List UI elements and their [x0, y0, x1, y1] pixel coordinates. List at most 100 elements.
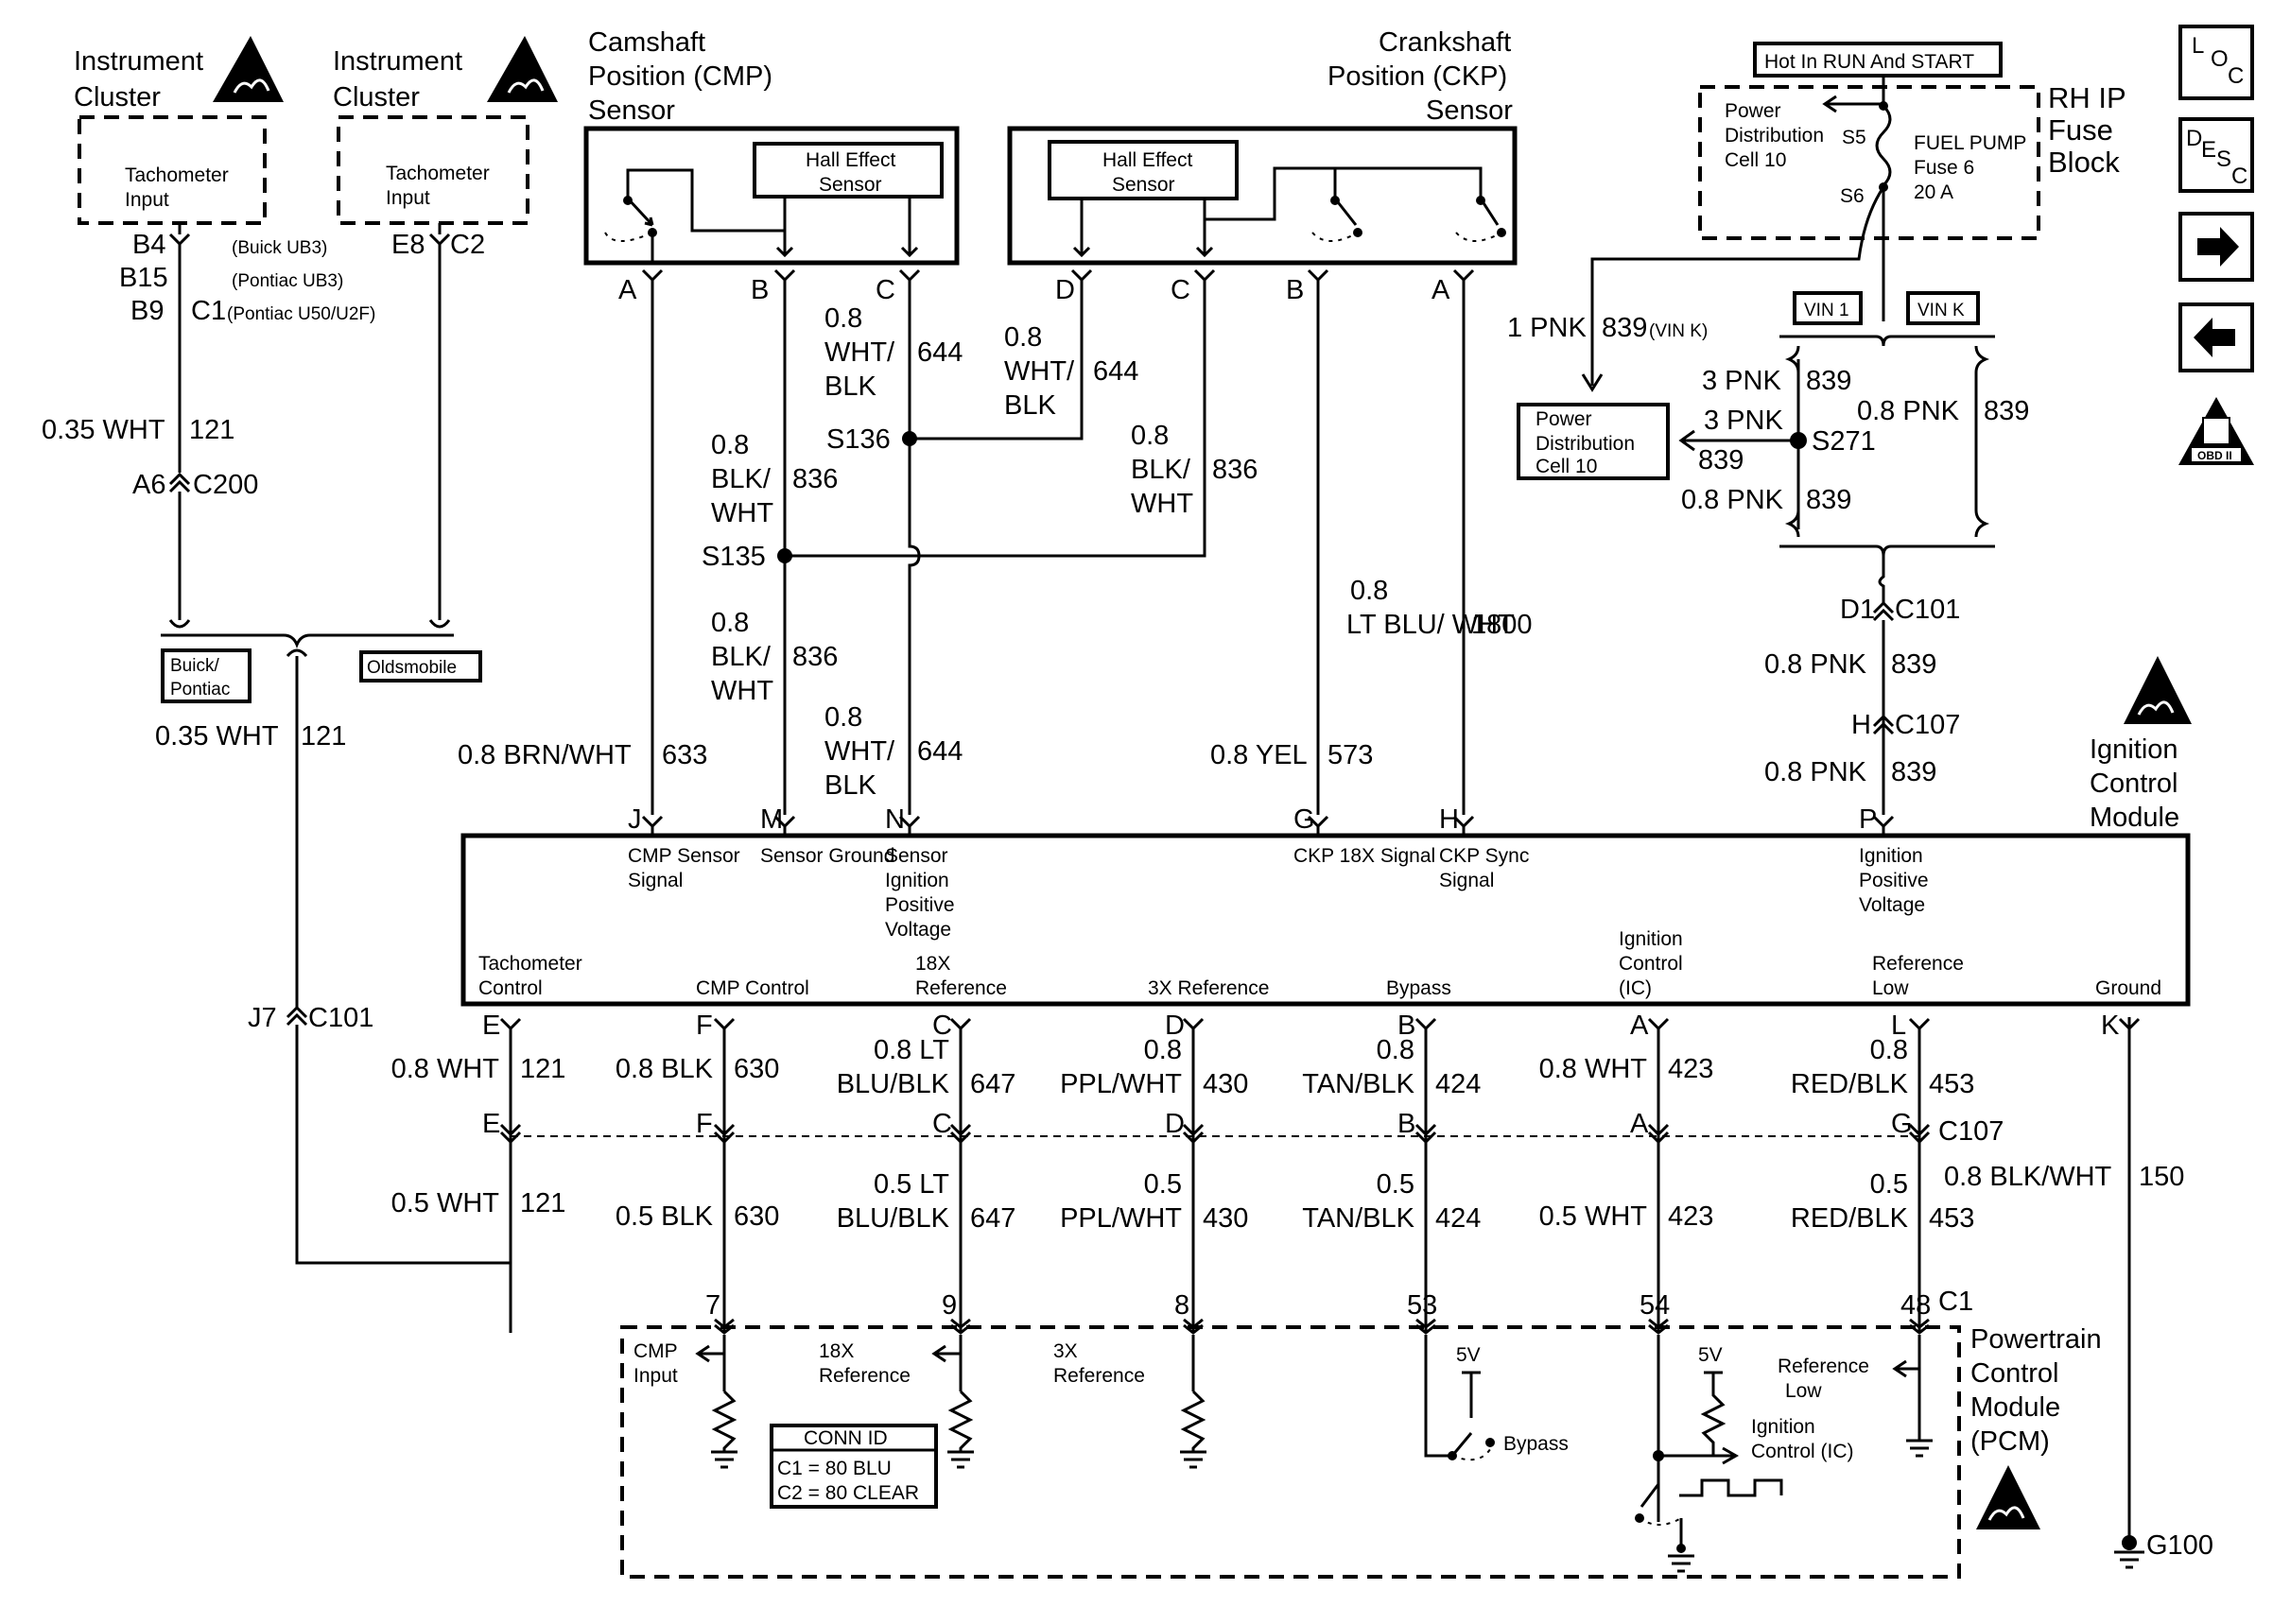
desc-button[interactable]: D E S C	[2178, 117, 2254, 193]
icm-bottom-pin-f: F	[696, 1011, 713, 1041]
connector-c200-symbol	[168, 472, 191, 493]
desc-d: D	[2186, 126, 2202, 151]
wire-1800-size-1: 0.8	[1350, 576, 1388, 606]
icm-bottom-pin-b: B	[1397, 1011, 1415, 1041]
wire-644-ckp	[910, 280, 1084, 441]
wire-836-size-b1: 0.8	[711, 608, 749, 638]
pcm-cmp-input-1: CMP	[633, 1340, 678, 1362]
power-dist-cell10-2: Distribution	[1536, 433, 1635, 455]
ckp-sensor-box	[1007, 126, 1518, 266]
pcm-ref-low-1: Reference	[1778, 1356, 1869, 1377]
icm-bottom-label: Bypass	[1386, 977, 1451, 999]
cmp-switch-pivot	[623, 196, 633, 205]
fuse-s6: S6	[1840, 185, 1865, 207]
pin-h: H	[1851, 710, 1871, 740]
wire-size-upper: 0.8 WHT	[391, 1054, 500, 1084]
back-arrow-icon	[2194, 318, 2235, 357]
back-arrow-button[interactable]	[2178, 302, 2254, 372]
wire-size-upper: 0.8 LT	[874, 1035, 949, 1065]
icm-bottom-pin-k: K	[2101, 1011, 2120, 1041]
pin-j7: J7	[248, 1003, 277, 1033]
forward-arrow-button[interactable]	[2178, 212, 2254, 282]
pcm-bypass-label: Bypass	[1503, 1433, 1569, 1455]
wire-121-ckt-mid: 121	[301, 721, 346, 752]
obd-ii-button[interactable]: OBD II	[2178, 397, 2254, 465]
cmp-title-line1: Camshaft	[588, 27, 705, 58]
ckp-switch-2-pivot	[1476, 196, 1485, 205]
cmp-pin-b: B	[751, 275, 769, 305]
icm-bottom-label: Low	[1872, 977, 1909, 999]
hot-in-run-label: Hot In RUN And START	[1764, 51, 1974, 73]
wire-ckt-upper: 630	[734, 1054, 779, 1084]
cluster-1-input-line2: Input	[125, 189, 169, 211]
pcm-cmp-input-arrow	[695, 1335, 726, 1391]
pcm-3x-resistor-icon	[1180, 1390, 1206, 1452]
variant-buick-ub3: (Buick UB3)	[232, 238, 327, 258]
esd-warning-icon	[213, 36, 284, 102]
wire-644-size-b1: 0.8	[824, 702, 862, 733]
wire-ckt-lower: 430	[1203, 1203, 1248, 1234]
icm-bottom-label: CMP Control	[696, 977, 809, 999]
conn-id-c1: C1 = 80 BLU	[777, 1458, 892, 1479]
pcm-title-2: Control	[1970, 1358, 2059, 1389]
pcm-18x-arrow	[931, 1335, 963, 1391]
pin-b4-terminal	[168, 223, 191, 247]
icm-pin-n: N	[885, 804, 905, 835]
variant-brace	[161, 633, 454, 649]
wire-644-size-c3: BLK	[1004, 390, 1056, 421]
pcm-3x-ref-1: 3X	[1053, 1340, 1078, 1362]
pcm-18x-ref-2: Reference	[819, 1365, 911, 1387]
icm-bottom-label: Reference	[1872, 953, 1964, 975]
vin-brace-top	[1779, 335, 1995, 347]
wire-121-ckt-top: 121	[189, 415, 234, 445]
cmp-hall-line2: Sensor	[819, 174, 882, 196]
fuse-s5: S5	[1842, 127, 1866, 148]
wire-ckt-lower: 121	[520, 1188, 565, 1218]
icm-bottom-terminal	[713, 1017, 736, 1031]
ckp-pin-a: A	[1431, 275, 1450, 305]
pin-a6: A6	[132, 470, 165, 500]
cluster-1-input-line1: Tachometer	[125, 164, 229, 186]
desc-e: E	[2201, 137, 2216, 163]
wire-839-3pnk-b-ckt: 839	[1698, 445, 1744, 475]
ckp-b-terminal	[1307, 268, 1329, 283]
c107-pin-e: E	[482, 1109, 500, 1139]
icm-bottom-pin-l: L	[1891, 1011, 1906, 1041]
icm-top-terminal	[1872, 815, 1895, 836]
icm-top-terminal	[773, 815, 796, 836]
icm-pin-label: CKP 18X Signal	[1293, 845, 1435, 867]
c107-pin-d: D	[1165, 1109, 1185, 1139]
ckp-title-line2: Position (CKP)	[1327, 61, 1507, 92]
ckp-switch-2-ground	[1455, 232, 1502, 242]
wire-size-upper: 0.8	[1870, 1035, 1908, 1065]
loc-button[interactable]: L O C	[2178, 25, 2254, 100]
variant-pontiac: Pontiac	[170, 680, 230, 700]
pcm-18x-ground-icon	[947, 1450, 974, 1469]
wire-size-lower: 0.5 WHT	[391, 1188, 500, 1218]
pcm-pin-53: 53	[1407, 1290, 1437, 1321]
cmp-sensor: Camshaft Position (CMP) Sensor Hall Effe…	[583, 27, 960, 266]
instrument-cluster-1: Instrument Cluster Tachometer Input	[74, 36, 284, 225]
c107-pin-c: C	[932, 1109, 952, 1139]
splice-s271: S271	[1812, 426, 1876, 457]
wire-644-size-b2: WHT/	[824, 736, 895, 767]
fuse-label-2: Fuse 6	[1914, 157, 1974, 179]
splice-s135: S135	[702, 542, 766, 572]
power-dist-cell10-box	[1517, 403, 1670, 480]
wire-size-lower: TAN/BLK	[1302, 1203, 1414, 1234]
vink-wire-brace	[1974, 345, 1990, 538]
c107-pin-f: F	[696, 1109, 713, 1139]
icm-pin-h: H	[1439, 804, 1459, 835]
connector-c101-d1-symbol	[1872, 600, 1895, 622]
c107-pin-g: G	[1891, 1109, 1913, 1139]
wire-573-size: 0.8 YEL	[1210, 740, 1308, 770]
wire-839-c107-size: 0.8 PNK	[1764, 757, 1867, 787]
variant-vin1-box	[1793, 291, 1863, 325]
wire-1800-ckt: 1800	[1471, 610, 1533, 640]
pin-e8-terminal	[428, 223, 451, 247]
wire-839-c101-ckt: 839	[1891, 649, 1936, 680]
wire-size-lower: BLU/BLK	[837, 1203, 950, 1234]
icm-pin-label: Positive	[1859, 870, 1929, 891]
cluster-2-input-line2: Input	[386, 187, 430, 209]
wire-644-size-c1: 0.8	[1004, 322, 1042, 353]
